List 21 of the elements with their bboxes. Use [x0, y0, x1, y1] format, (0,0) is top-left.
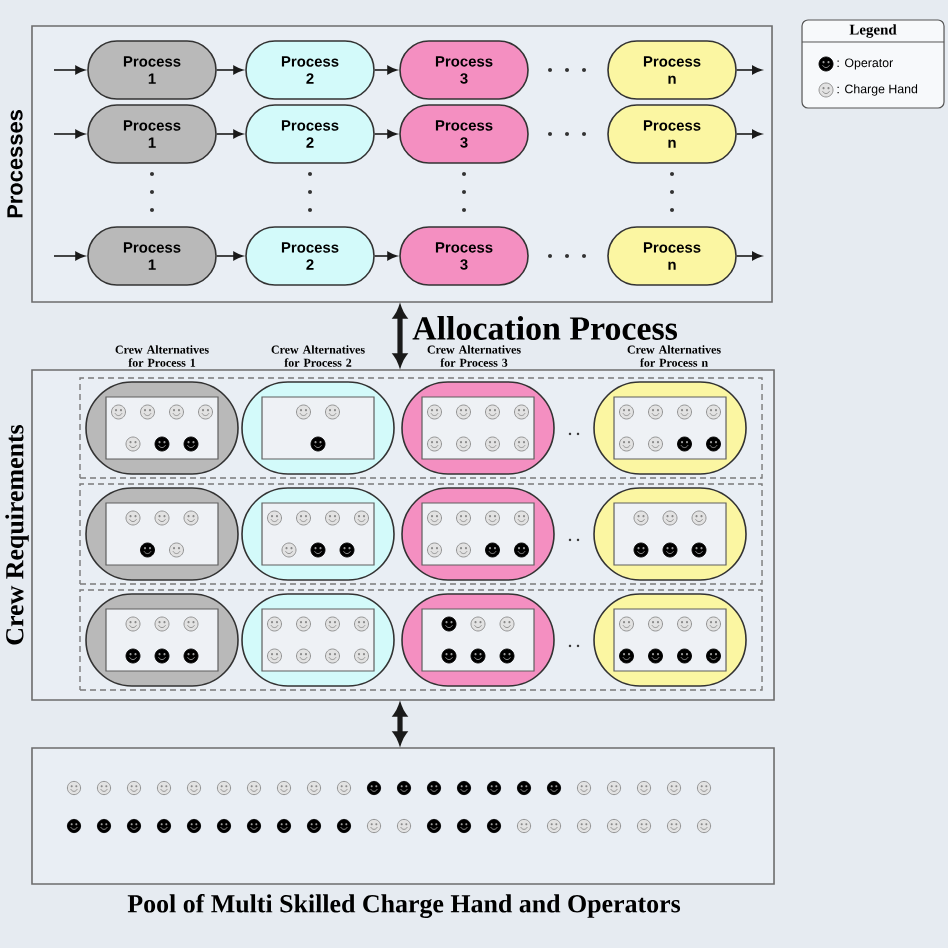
arrow [216, 65, 243, 75]
double-arrow [393, 704, 407, 744]
arrow [736, 65, 762, 75]
arrow [53, 129, 85, 139]
arrow [53, 251, 85, 261]
dashed-box [79, 377, 763, 479]
double-arrow [393, 306, 407, 366]
arrow [53, 65, 85, 75]
pool-label: Pool of Multi Skilled Charge Hand and Operators [127, 894, 681, 918]
arrow [374, 65, 398, 75]
panel-title: Processes [7, 110, 23, 218]
arrow [374, 129, 398, 139]
arrow [216, 251, 243, 261]
dashed-box [79, 589, 763, 691]
arrow [736, 129, 762, 139]
arrow [736, 251, 762, 261]
edge-label: Allocation Process [411, 315, 679, 341]
arrow [374, 251, 398, 261]
arrow [216, 129, 243, 139]
dashed-box [79, 483, 763, 585]
panel-title: Crew Requirements [5, 424, 29, 645]
